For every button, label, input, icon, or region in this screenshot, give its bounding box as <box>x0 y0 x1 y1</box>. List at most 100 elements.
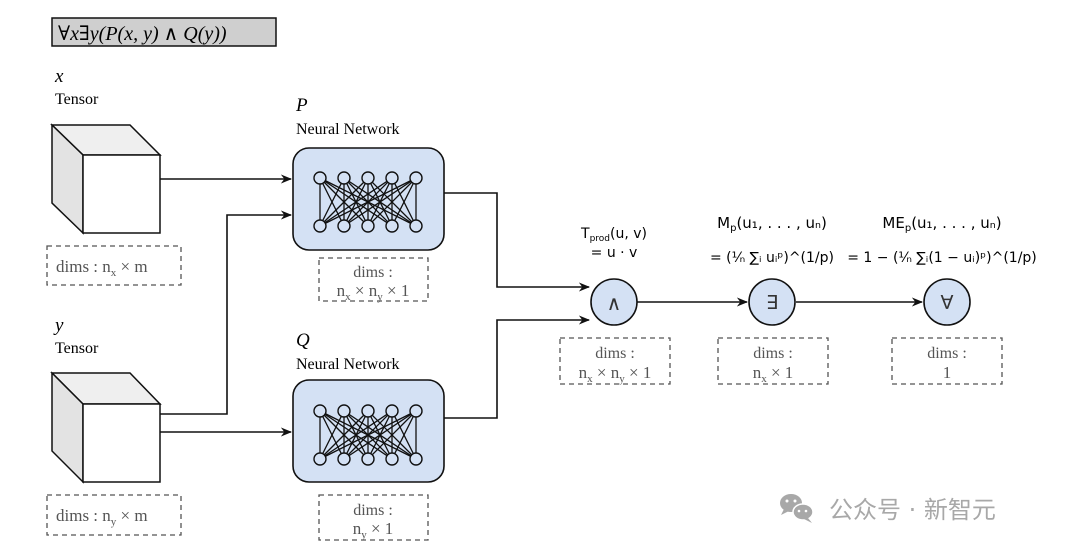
dims-y-suffix: × m <box>116 506 147 525</box>
dims-box-p: dims : nx × ny × 1 <box>318 257 429 303</box>
operator-and-formula1: Tprod(u, v) <box>580 226 647 244</box>
nn-neuron <box>361 404 375 418</box>
nn-neuron <box>313 404 327 418</box>
network-p-var: P <box>295 95 308 116</box>
input-y-label: Tensor <box>55 340 99 357</box>
nn-edge <box>319 410 345 460</box>
watermark: 公众号 · 新智元 <box>780 494 996 524</box>
nn-edge <box>367 177 417 227</box>
dims-box-forall: dims : 1 <box>891 337 1003 385</box>
dims-box-x: dims : nx × m <box>46 245 182 286</box>
and-node <box>590 278 638 326</box>
input-x: x Tensor dims : nx × m <box>46 66 182 286</box>
nn-neuron <box>313 219 327 233</box>
and-symbol: ∧ <box>607 291 622 315</box>
nn-edge <box>343 410 417 460</box>
nn-neuron <box>409 452 423 466</box>
dims-and-line2: nx × ny × 1 <box>579 363 652 385</box>
dims-forall-line1: dims : <box>927 345 967 362</box>
dims-forall-line2: 1 <box>943 363 952 382</box>
operator-forall-formula2: = 1 − (¹⁄ₙ ∑ᵢ(1 − uᵢ)ᵖ)^(1/p) <box>847 250 1037 266</box>
nn-edge <box>319 410 393 460</box>
nn-neuron <box>385 171 399 185</box>
forall-node <box>923 278 971 326</box>
edge-p-to-and <box>444 192 591 292</box>
dims-p-line1: dims : <box>353 264 393 281</box>
wechat-icon <box>780 494 814 523</box>
watermark-text: 公众号 · 新智元 <box>829 496 996 524</box>
dims-box-q: dims : ny × 1 <box>318 494 429 541</box>
dims-exists-line1: dims : <box>753 345 793 362</box>
exists-symbol: ∃ <box>766 292 778 314</box>
edge-q-to-and <box>444 315 591 419</box>
network-p: P Neural Network dims : nx × ny × 1 <box>292 95 445 303</box>
input-x-label: Tensor <box>55 91 99 108</box>
operator-and-formula2: = u · v <box>591 245 638 261</box>
operator-exists: Mp(u₁, . . . , uₙ) = (¹⁄ₙ ∑ᵢ uᵢᵖ)^(1/p) … <box>710 214 834 385</box>
dims-box-y: dims : ny × m <box>46 494 182 536</box>
nn-edge <box>319 177 417 227</box>
input-y-var: y <box>53 315 64 336</box>
dims-exists-line2: nx × 1 <box>753 363 794 385</box>
network-q: Q Neural Network dims : ny × 1 <box>292 330 445 541</box>
nn-edge <box>319 410 369 460</box>
dims-box-exists: dims : nx × 1 <box>717 337 829 385</box>
dims-y-sub: y <box>111 516 117 528</box>
dims-y-prefix: dims : <box>56 506 102 525</box>
nn-edge <box>319 177 345 227</box>
nn-edge <box>319 177 393 227</box>
nn-neuron <box>313 171 327 185</box>
dims-q-line2: ny × 1 <box>353 519 394 541</box>
svg-text:dims : ny × m: dims : ny × m <box>56 506 148 528</box>
forall-symbol: ∀ <box>941 292 954 314</box>
formula-text: ∀x∃y(P(x, y) ∧ Q(y)) <box>58 23 227 45</box>
nn-edge <box>319 177 369 227</box>
operator-forall: MEp(u₁, . . . , uₙ) = 1 − (¹⁄ₙ ∑ᵢ(1 − uᵢ… <box>847 214 1037 385</box>
nn-neuron <box>361 171 375 185</box>
nn-neuron <box>361 219 375 233</box>
nn-edge <box>319 410 417 460</box>
dims-y-main: n <box>102 506 111 525</box>
nn-neuron <box>337 219 351 233</box>
operator-exists-formula1: Mp(u₁, . . . , uₙ) <box>717 214 827 234</box>
network-q-var: Q <box>296 330 310 351</box>
dims-p-line2: nx × ny × 1 <box>337 281 410 303</box>
tensor-cube-y <box>50 371 162 484</box>
nn-edge <box>391 410 417 460</box>
nn-neuron <box>385 452 399 466</box>
neural-net-icon <box>313 171 423 233</box>
tensor-cube-x <box>50 123 162 235</box>
neural-net-icon <box>313 404 423 466</box>
input-x-var: x <box>54 66 64 87</box>
nn-neuron <box>409 171 423 185</box>
formula-box: ∀x∃y(P(x, y) ∧ Q(y)) <box>51 17 277 47</box>
network-p-label: Neural Network <box>296 121 400 138</box>
dims-box-and: dims : nx × ny × 1 <box>559 337 671 385</box>
dims-q-line1: dims : <box>353 502 393 519</box>
nn-neuron <box>409 404 423 418</box>
nn-edge <box>343 177 417 227</box>
operator-exists-formula2: = (¹⁄ₙ ∑ᵢ uᵢᵖ)^(1/p) <box>710 250 834 266</box>
dims-x-main: n <box>102 257 111 276</box>
nn-neuron <box>337 404 351 418</box>
dims-x-suffix: × m <box>116 257 147 276</box>
nn-edge <box>391 177 417 227</box>
input-y: y Tensor dims : ny × m <box>46 315 182 536</box>
exists-node <box>748 278 796 326</box>
dims-x-sub: x <box>111 267 117 279</box>
nn-neuron <box>385 404 399 418</box>
dims-x-prefix: dims : <box>56 257 102 276</box>
connectors <box>160 174 924 437</box>
edge-y-to-p <box>160 210 293 415</box>
nn-neuron <box>385 219 399 233</box>
nn-neuron <box>409 219 423 233</box>
network-q-label: Neural Network <box>296 356 400 373</box>
nn-neuron <box>337 171 351 185</box>
dims-and-line1: dims : <box>595 345 635 362</box>
operator-and: Tprod(u, v) = u · v ∧ dims : nx × ny × 1 <box>559 226 671 385</box>
nn-neuron <box>361 452 375 466</box>
svg-text:dims : nx × m: dims : nx × m <box>56 257 148 279</box>
operator-forall-formula1: MEp(u₁, . . . , uₙ) <box>882 214 1001 234</box>
nn-neuron <box>313 452 327 466</box>
